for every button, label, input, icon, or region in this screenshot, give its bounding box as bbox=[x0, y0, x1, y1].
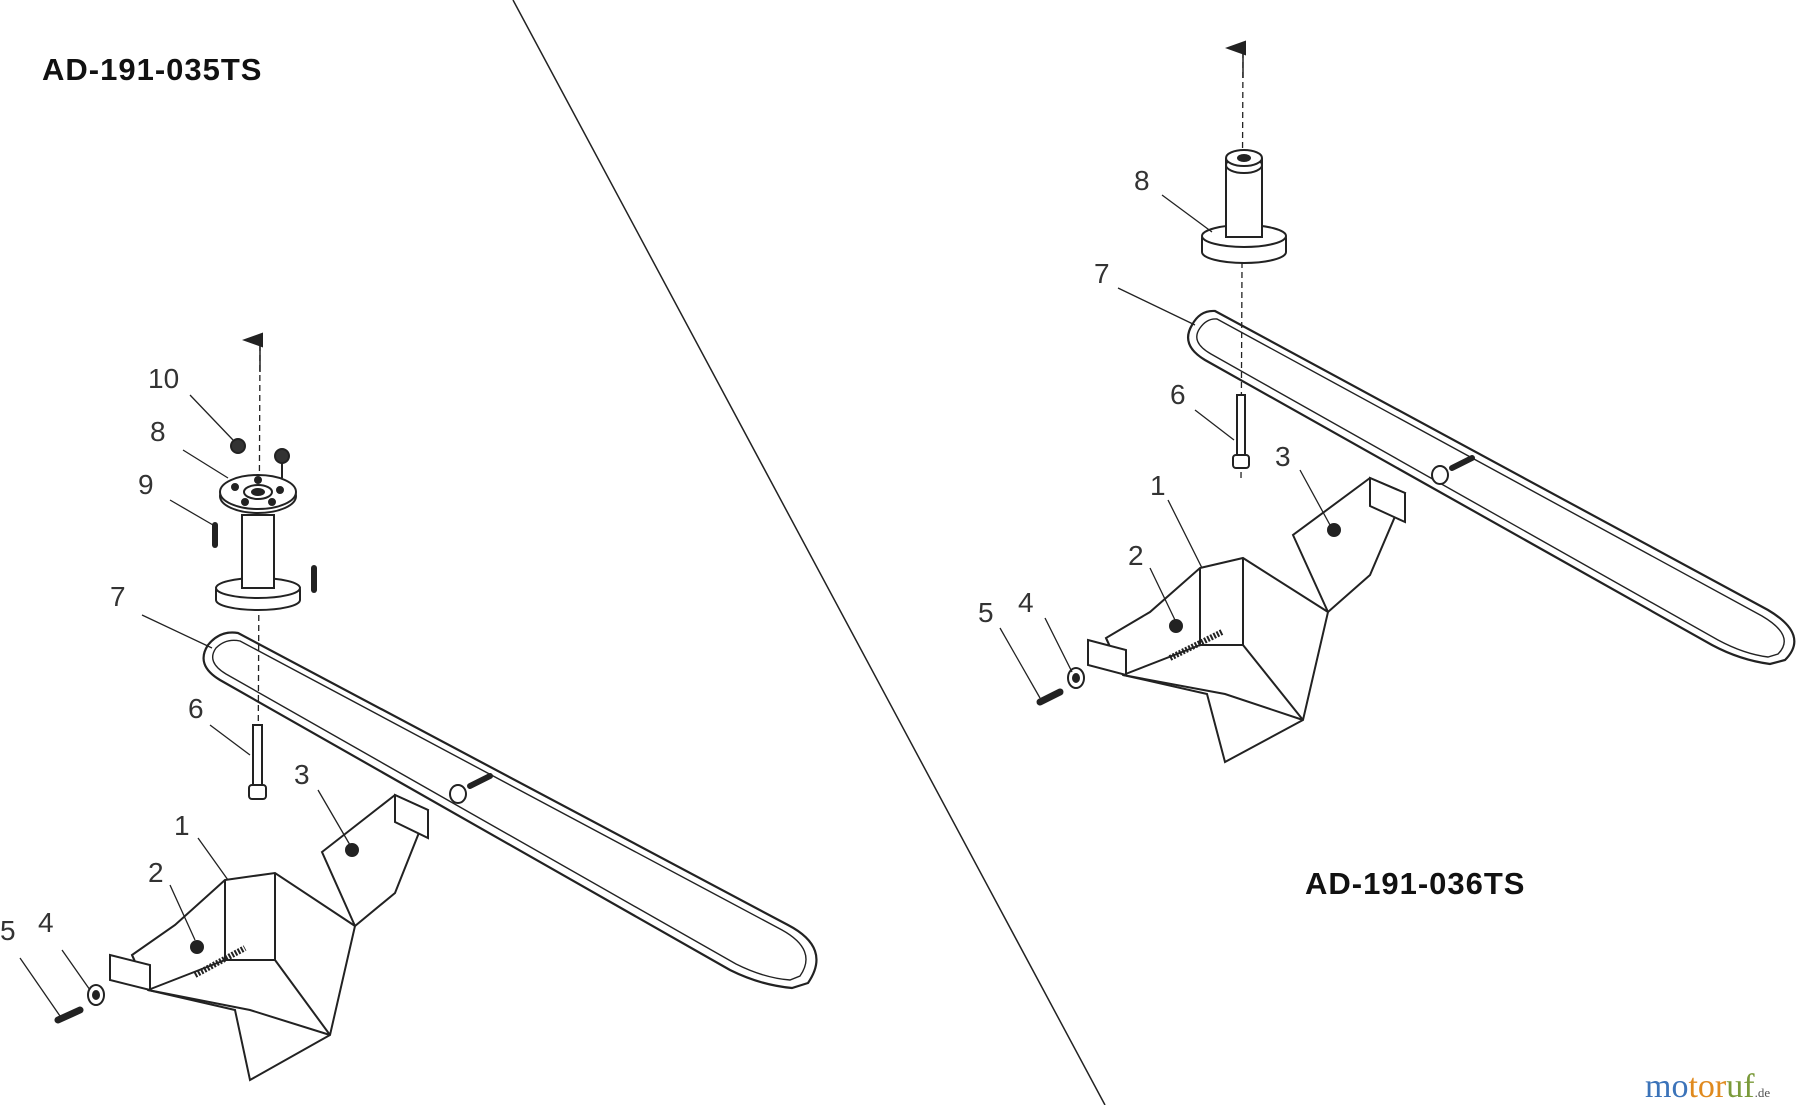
part-labels-right: 8 7 6 3 1 2 4 5 bbox=[978, 165, 1291, 628]
part-number: 6 bbox=[1170, 379, 1186, 410]
part-number: 8 bbox=[1134, 165, 1150, 196]
part-number: 4 bbox=[1018, 587, 1034, 618]
part-number: 2 bbox=[148, 857, 164, 888]
part-number: 6 bbox=[188, 693, 204, 724]
leader-lines-right bbox=[999, 194, 1331, 699]
spring-left bbox=[190, 940, 247, 978]
diagram-title-right: AD-191-036TS bbox=[1305, 866, 1526, 901]
shaft-right bbox=[1232, 394, 1250, 469]
belt-fastener-right bbox=[1431, 455, 1475, 485]
assembly-left: 10 8 9 7 6 3 1 2 4 5 bbox=[0, 332, 818, 1082]
washer-left bbox=[87, 984, 105, 1006]
belt-fastener-left bbox=[449, 773, 493, 804]
axis-line-right bbox=[1240, 51, 1244, 481]
screw-left bbox=[54, 1006, 84, 1024]
part-number: 7 bbox=[110, 581, 126, 612]
pulley-hub-left bbox=[215, 474, 301, 611]
part-number: 3 bbox=[294, 759, 310, 790]
part-number: 5 bbox=[0, 915, 16, 946]
bolt-left-9 bbox=[212, 522, 317, 593]
part-number: 10 bbox=[148, 363, 179, 394]
part-number: 8 bbox=[150, 416, 166, 447]
part-number: 3 bbox=[1275, 441, 1291, 472]
spring-right bbox=[1168, 619, 1224, 661]
shaft-left bbox=[248, 724, 267, 800]
belt-left bbox=[202, 631, 818, 990]
watermark-logo: motoruf.de bbox=[1645, 1068, 1771, 1105]
nut-left bbox=[230, 438, 290, 478]
fastener-right-3 bbox=[1327, 523, 1341, 537]
part-number: 7 bbox=[1094, 258, 1110, 289]
bracket-left bbox=[109, 793, 430, 1082]
part-number: 2 bbox=[1128, 540, 1144, 571]
fastener-left-3 bbox=[345, 843, 359, 857]
part-number: 9 bbox=[138, 469, 154, 500]
part-number: 4 bbox=[38, 907, 54, 938]
diagram-title-left: AD-191-035TS bbox=[42, 52, 263, 87]
part-number: 1 bbox=[1150, 470, 1166, 501]
screw-right bbox=[1036, 688, 1064, 706]
part-number: 1 bbox=[174, 810, 190, 841]
washer-right bbox=[1067, 667, 1085, 689]
pulley-right bbox=[1201, 149, 1287, 264]
leader-lines-left bbox=[19, 394, 351, 1017]
part-number: 5 bbox=[978, 597, 994, 628]
belt-right bbox=[1187, 309, 1796, 666]
part-labels-left: 10 8 9 7 6 3 1 2 4 5 bbox=[0, 363, 310, 946]
assembly-right: 8 7 6 3 1 2 4 5 bbox=[978, 40, 1796, 764]
bracket-right bbox=[1087, 476, 1407, 764]
divider-line bbox=[512, 0, 1106, 1105]
